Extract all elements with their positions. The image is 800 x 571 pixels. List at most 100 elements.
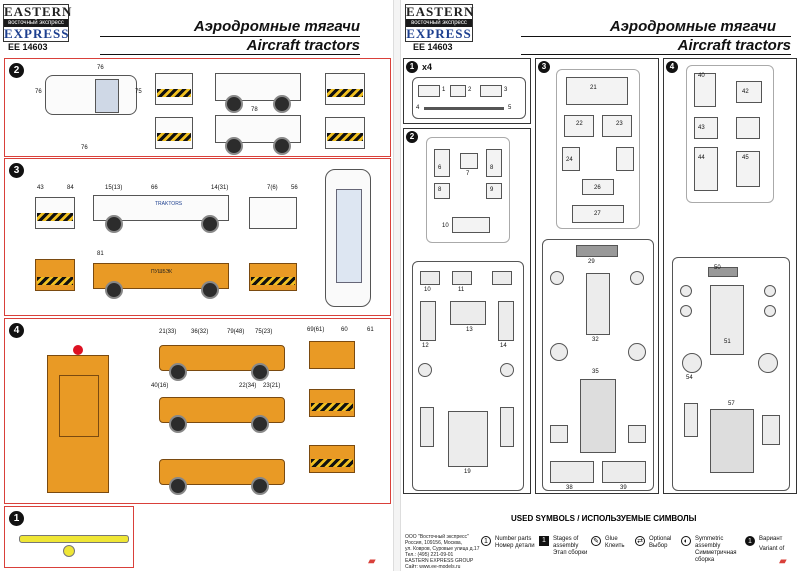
part-clear [562, 147, 580, 171]
right-page: EASTERN восточный экспресс EXPRESS EE 14… [401, 0, 800, 571]
symbol-label-ru: Симметричная сборка [695, 550, 737, 563]
step-badge: 4 [9, 323, 24, 338]
part-number: 19 [464, 469, 471, 475]
part-label: 75 [135, 89, 142, 95]
part-grey [680, 305, 692, 317]
part-clear [694, 73, 716, 107]
step-1-section: 1 [4, 506, 134, 568]
part-clear [460, 153, 478, 169]
part-clear [736, 151, 760, 187]
sprue-3: 3 21 22 23 24 26 27 29 32 35 38 39 [535, 58, 659, 494]
part-clear [736, 81, 762, 103]
part-grey [420, 301, 436, 341]
part-grey [550, 425, 568, 443]
part-number: 51 [724, 339, 731, 345]
part-number: 10 [442, 223, 449, 229]
part-number: 2 [468, 87, 472, 93]
hazard-stripes [157, 89, 191, 97]
decor-dog-icon: ▰ [368, 556, 376, 567]
part-grey [448, 411, 488, 467]
footer-line: ООО "Восточный экспресс" [405, 534, 469, 540]
title-ru-right: Аэродромные тягачи [609, 18, 776, 35]
part-grey [682, 353, 702, 373]
part-grey [498, 301, 514, 341]
part-grey [420, 407, 434, 447]
sprue-frame [412, 77, 526, 119]
part-grey [684, 403, 698, 437]
part-number: 3 [504, 87, 508, 93]
part-number: 1 [442, 87, 446, 93]
part-clear [572, 205, 624, 223]
part-clear [736, 117, 760, 139]
sprue-tag: 4 [666, 61, 678, 73]
part-label: 21(33) [159, 329, 177, 335]
symbol-label-en: Symmetric assembly [695, 536, 724, 549]
wheel-icon [169, 477, 187, 495]
part-number: 9 [490, 187, 494, 193]
part-number: 11 [458, 287, 465, 293]
part-number: 4 [416, 105, 420, 111]
tow-bar [19, 535, 129, 543]
footer-line: Россия, 109156, Москва, [405, 540, 463, 546]
wheel-icon [201, 281, 219, 299]
part-3 [480, 85, 502, 97]
part-clear [434, 149, 450, 177]
part-label: 23(21) [263, 383, 281, 389]
part-label: 81 [97, 251, 104, 257]
sprue-qty: x4 [422, 62, 433, 72]
sprue-frame-clear [426, 137, 510, 243]
page-divider [393, 0, 401, 571]
part-number: 42 [742, 89, 749, 95]
part-number: 14 [500, 343, 507, 349]
part-number: 32 [592, 337, 599, 343]
part-grey [710, 285, 744, 355]
wheel-icon [105, 281, 123, 299]
tractor-top-4-detail [59, 375, 99, 437]
sprue-frame-grey [542, 239, 654, 491]
title-en-left: Aircraft tractors [100, 36, 360, 55]
part-label: 7(6) [267, 185, 278, 191]
part-grey [630, 271, 644, 285]
footer-line: Сайт: www.ee-models.ru [405, 564, 461, 570]
part-label: 76 [81, 145, 88, 151]
footer-line: Тел.: (495) 221-09-01 [405, 552, 454, 558]
part-grey [420, 271, 440, 285]
hazard-stripes [311, 403, 353, 411]
part-grey [602, 461, 646, 483]
part-clear [486, 149, 502, 177]
wheel-icon [273, 137, 291, 155]
part-grey [500, 407, 514, 447]
symbol-stages-icon: 1 [539, 536, 549, 546]
part-number: 44 [698, 155, 705, 161]
step-2-section: 2 76 76 76 75 78 [4, 58, 391, 157]
sprue-2: 2 6 7 8 8 9 10 10 11 12 13 14 19 [403, 128, 531, 494]
part-number: 24 [566, 157, 573, 163]
symbol-optional-icon: ⇄ [635, 536, 645, 546]
part-clear [564, 115, 594, 137]
part-grey [452, 271, 472, 285]
tractor-front-3b [35, 259, 75, 291]
hazard-stripes [37, 213, 73, 221]
part-number: 27 [594, 211, 601, 217]
product-code-left: EE 14603 [8, 42, 48, 52]
hazard-stripes [327, 133, 363, 141]
wheel-icon [251, 363, 269, 381]
part-label: 43 [37, 185, 44, 191]
part-number: 8 [438, 187, 442, 193]
part-grey [586, 273, 610, 335]
part-clear [602, 115, 632, 137]
part-clear [616, 147, 634, 171]
sprue-1: 1 x4 1 2 3 4 5 [403, 58, 531, 124]
part-number: 23 [616, 121, 623, 127]
part-label: 76 [97, 65, 104, 71]
symbol-symmetric-icon: ◐ [681, 536, 691, 546]
part-2 [450, 85, 466, 97]
sprue-frame-clear [686, 65, 774, 203]
footer-line: EASTERN EXPRESS GROUP [405, 558, 474, 564]
part-grey [550, 271, 564, 285]
part-number: 26 [594, 185, 601, 191]
symbol-label-en: Variant of [759, 546, 785, 552]
tow-bar-wheel [63, 545, 75, 557]
part-number: 8 [490, 165, 494, 171]
sprue-frame-clear [556, 69, 640, 229]
